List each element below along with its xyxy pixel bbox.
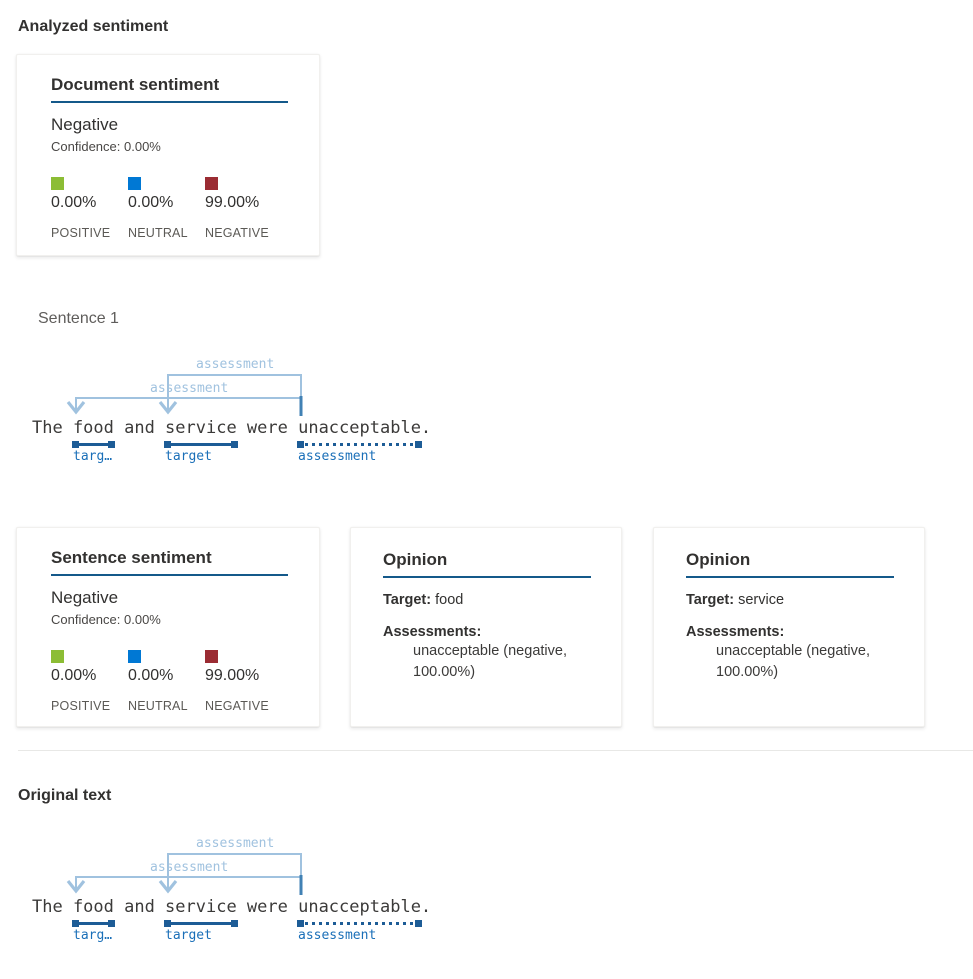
negative-score: 99.00% NEGATIVE (205, 177, 269, 240)
positive-label: POSITIVE (51, 699, 111, 713)
target-tag-food: targ… (73, 449, 113, 464)
assessment-underline (297, 920, 422, 927)
analyzed-sentiment-heading: Analyzed sentiment (18, 18, 169, 35)
target-underline-food (72, 441, 115, 448)
sentence-1-heading: Sentence 1 (38, 310, 119, 327)
sentence-sentiment-card: Sentence sentiment Negative Confidence: … (16, 527, 320, 727)
neutral-percent: 0.00% (128, 667, 174, 684)
target-row: Target: service (686, 592, 908, 608)
arc-label-assessment: assessment (150, 381, 229, 396)
positive-color-swatch (51, 177, 64, 190)
positive-label: POSITIVE (51, 226, 111, 240)
target-tag-food: targ… (73, 928, 113, 943)
neutral-color-swatch (128, 177, 141, 190)
negative-score: 99.00% NEGATIVE (205, 650, 269, 713)
sentence-annotation-diagram: assessment assessment The food and servi… (32, 352, 492, 466)
neutral-label: NEUTRAL (128, 226, 188, 240)
neutral-percent: 0.00% (128, 194, 174, 211)
assessments-label: Assessments: (383, 624, 482, 640)
target-underline-service (164, 441, 238, 448)
target-tag-service: target (165, 449, 212, 464)
negative-label: NEGATIVE (205, 699, 269, 713)
target-underline-service (164, 920, 238, 927)
arc-label-assessment: assessment (196, 836, 275, 851)
positive-color-swatch (51, 650, 64, 663)
assessment-underline (297, 441, 422, 448)
assessments-label: Assessments: (686, 624, 785, 640)
card-title: Opinion (383, 550, 591, 578)
target-label: Target: (686, 592, 735, 608)
negative-color-swatch (205, 650, 218, 663)
target-row: Target: food (383, 592, 605, 608)
neutral-score: 0.00% NEUTRAL (128, 650, 191, 713)
negative-label: NEGATIVE (205, 226, 269, 240)
target-underline-food (72, 920, 115, 927)
neutral-label: NEUTRAL (128, 699, 188, 713)
sentiment-value: Negative (51, 115, 119, 134)
document-sentiment-card: Document sentiment Negative Confidence: … (16, 54, 320, 256)
relation-arcs (66, 374, 303, 416)
card-title: Sentence sentiment (51, 548, 288, 576)
card-title: Document sentiment (51, 75, 288, 103)
original-text-annotation-diagram: assessment assessment The food and servi… (32, 831, 492, 945)
target-tag-service: target (165, 928, 212, 943)
opinion-card-service: Opinion Target: service Assessments: una… (653, 527, 925, 727)
neutral-color-swatch (128, 650, 141, 663)
score-row: 0.00% POSITIVE 0.00% NEUTRAL 99.00% NEGA… (51, 177, 303, 240)
sentiment-value: Negative (51, 588, 119, 607)
assessment-value: unacceptable (negative, 100.00%) (413, 643, 567, 680)
neutral-score: 0.00% NEUTRAL (128, 177, 191, 240)
annotated-sentence: The food and service were unacceptable. (32, 418, 432, 438)
arc-label-assessment: assessment (150, 860, 229, 875)
negative-color-swatch (205, 177, 218, 190)
arc-label-assessment: assessment (196, 357, 275, 372)
assessment-tag: assessment (298, 449, 377, 464)
positive-score: 0.00% POSITIVE (51, 177, 114, 240)
annotated-sentence: The food and service were unacceptable. (32, 897, 432, 917)
target-value: service (738, 592, 785, 608)
negative-percent: 99.00% (205, 194, 260, 211)
target-label: Target: (383, 592, 432, 608)
card-title: Opinion (686, 550, 894, 578)
positive-percent: 0.00% (51, 667, 97, 684)
original-text-heading: Original text (18, 787, 112, 804)
section-divider (18, 750, 973, 751)
positive-score: 0.00% POSITIVE (51, 650, 114, 713)
confidence-text: Confidence: 0.00% (51, 139, 161, 154)
assessment-tag: assessment (298, 928, 377, 943)
negative-percent: 99.00% (205, 667, 260, 684)
assessment-value: unacceptable (negative, 100.00%) (716, 643, 870, 680)
score-row: 0.00% POSITIVE 0.00% NEUTRAL 99.00% NEGA… (51, 650, 303, 713)
target-value: food (435, 592, 464, 608)
positive-percent: 0.00% (51, 194, 97, 211)
relation-arcs (66, 853, 303, 895)
opinion-card-food: Opinion Target: food Assessments: unacce… (350, 527, 622, 727)
confidence-text: Confidence: 0.00% (51, 612, 161, 627)
